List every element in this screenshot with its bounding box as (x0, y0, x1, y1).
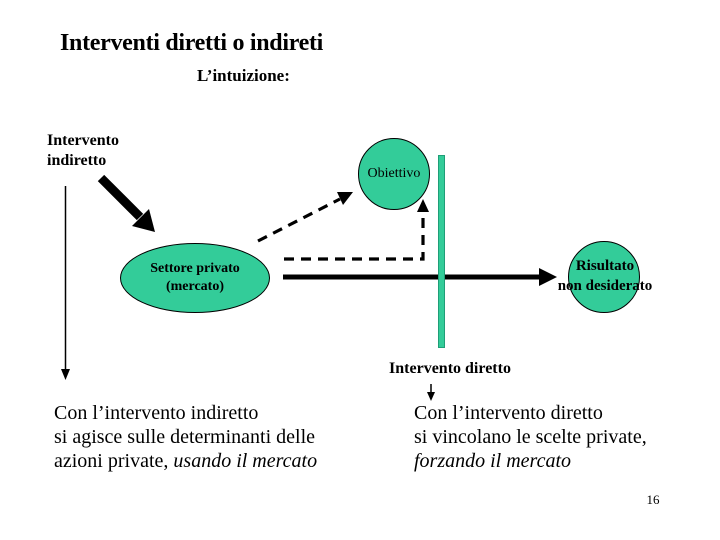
note-right-line1: Con l’intervento diretto (414, 402, 603, 424)
slide-subtitle: L’intuizione: (197, 66, 290, 85)
label-intervento-indiretto-line1: Intervento (47, 132, 119, 149)
arrow-small-down (427, 384, 435, 401)
label-intervento-diretto: Intervento diretto (389, 360, 511, 377)
settore-privato-line1: Settore privato (150, 261, 240, 276)
settore-privato-line2: (mercato) (165, 279, 225, 294)
note-left-line2: si agisce sulle determinanti delle (54, 426, 316, 448)
note-left-line1: Con l’intervento indiretto (54, 402, 259, 424)
circle-obiettivo: Obiettivo (358, 138, 430, 210)
circle-risultato (568, 241, 640, 313)
bar-direct-intervention (438, 155, 445, 348)
label-risultato-non-desiderato: Risultato non desiderato (535, 256, 675, 296)
arrow-indirect-thick (97, 174, 155, 232)
page-number: 16 (646, 492, 660, 507)
risultato-line2: non desiderato (557, 278, 653, 294)
arrow-timeline-down (61, 186, 70, 380)
ellipse-settore-privato: Settore privato (mercato) (120, 243, 270, 313)
note-left-line3: azioni private, usando il mercato (54, 449, 317, 473)
note-right-line3-italic: forzando il mercato (414, 450, 572, 472)
risultato-line1: Risultato (575, 258, 635, 274)
note-left-line3-regular: azioni private, (54, 450, 174, 472)
arrow-solid-result (283, 268, 557, 286)
page-title: Interventi diretti o indireti (60, 30, 324, 56)
note-direct-intervention: Con l’intervento diretto si vincolano le… (414, 401, 647, 473)
label-intervento-indiretto-line2: indiretto (47, 152, 107, 169)
label-intervento-indiretto: Intervento indiretto (47, 131, 119, 171)
note-indirect-intervention: Con l’intervento indiretto si agisce sul… (54, 401, 317, 473)
note-left-line3-italic: usando il mercato (173, 450, 318, 472)
arrow-dashed-elbow (284, 199, 429, 261)
obiettivo-label: Obiettivo (367, 166, 421, 181)
arrow-dashed-to-objective (257, 192, 353, 243)
note-right-line2: si vincolano le scelte private, (414, 426, 647, 448)
